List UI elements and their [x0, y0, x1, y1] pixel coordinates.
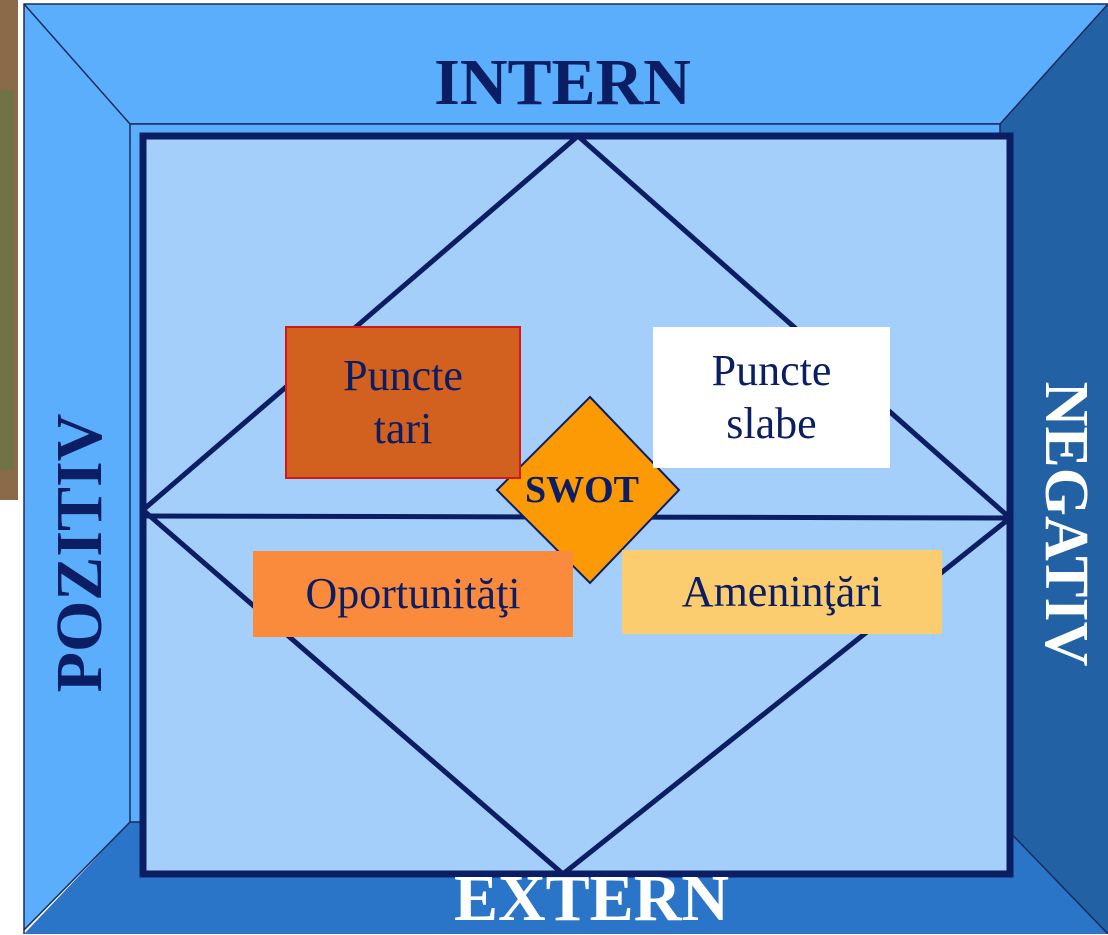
pozitiv-label: POZITIV [43, 413, 116, 693]
panel-left [24, 4, 130, 930]
strengths-line-2: tari [373, 403, 433, 453]
threats-label: Ameninţări [681, 566, 883, 616]
strengths-box: Puncte tari [285, 326, 521, 479]
weaknesses-box: Puncte slabe [653, 327, 890, 468]
panel-right [1000, 4, 1108, 934]
weaknesses-line-2: slabe [726, 398, 817, 448]
opportunities-box: Oportunităţi [253, 551, 573, 637]
photo-sliver-shade [0, 90, 14, 470]
panel-top [24, 4, 1108, 124]
threats-box: Ameninţări [622, 550, 942, 634]
swot-label: SWOT [524, 469, 640, 511]
intern-label: INTERN [434, 46, 691, 119]
weaknesses-line-1: Puncte [711, 345, 832, 395]
strengths-line-1: Puncte [343, 350, 463, 400]
extern-label: EXTERN [453, 862, 730, 935]
negativ-label: NEGATIV [1032, 381, 1100, 667]
swot-diamond [495, 395, 681, 585]
opportunities-label: Oportunităţi [305, 568, 521, 618]
